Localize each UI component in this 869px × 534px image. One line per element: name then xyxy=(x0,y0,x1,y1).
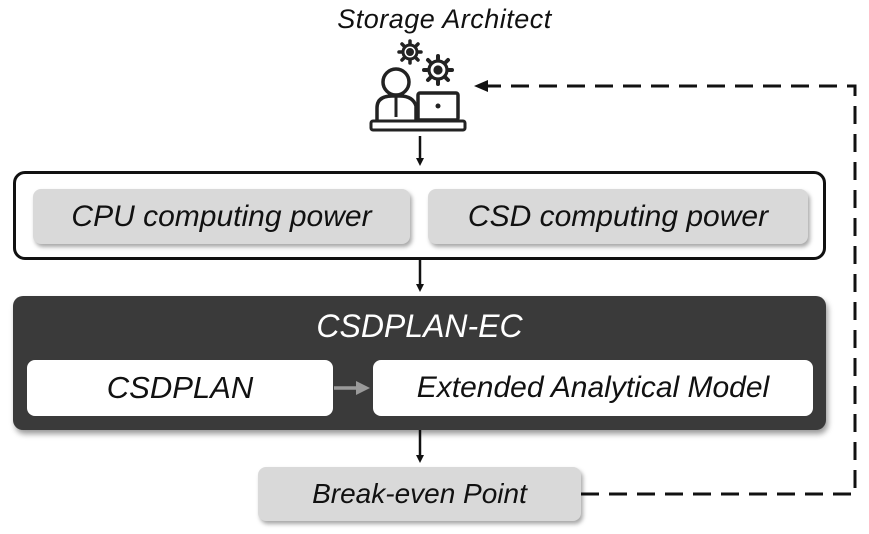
cpu-computing-power-pill: CPU computing power xyxy=(33,189,410,244)
break-even-point-pill: Break-even Point xyxy=(258,467,581,521)
actor-label: Storage Architect xyxy=(337,4,552,34)
architect-icon xyxy=(369,39,467,132)
extended-analytical-model-pill: Extended Analytical Model xyxy=(373,360,813,416)
framework-title: CSDPLAN-EC xyxy=(316,308,523,344)
desk-icon xyxy=(369,119,467,132)
csd-computing-power-pill: CSD computing power xyxy=(428,189,808,244)
small-gear-icon xyxy=(397,39,423,65)
csdplan-pill: CSDPLAN xyxy=(27,360,333,416)
person-head-icon xyxy=(381,67,411,97)
feedback-arrowhead xyxy=(474,80,488,92)
large-gear-icon xyxy=(422,54,454,86)
feedback-dashed-line xyxy=(486,84,857,496)
